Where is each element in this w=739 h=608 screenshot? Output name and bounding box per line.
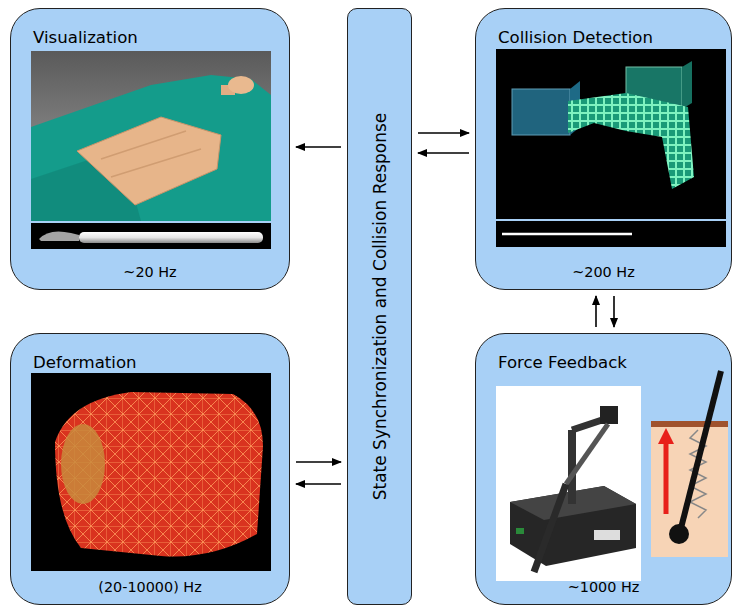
sync-band: State Synchronization and Collision Resp…: [347, 8, 412, 605]
data-flow-arrow: [296, 461, 341, 463]
data-flow-arrow: [296, 146, 341, 148]
update-rate: (20-10000) Hz: [11, 577, 289, 597]
tetra-mesh-render: [11, 334, 290, 605]
update-rate: ~200 Hz: [476, 262, 731, 282]
surgery-render: [11, 9, 290, 290]
band-label: State Synchronization and Collision Resp…: [369, 112, 389, 500]
module-title: Deformation: [33, 353, 289, 373]
update-rate: ~1000 Hz: [476, 577, 731, 597]
data-flow-arrow: [296, 483, 341, 485]
module-title: Force Feedback: [498, 353, 731, 373]
haptic-device: [476, 334, 732, 605]
data-flow-arrow: [595, 296, 597, 327]
data-flow-arrow: [418, 132, 469, 134]
module-box: Force Feedback ~1000 Hz: [475, 333, 732, 605]
module-title: Visualization: [33, 28, 289, 48]
update-rate: ~20 Hz: [11, 262, 289, 282]
module-box: Deformation (20-10000) Hz: [10, 333, 290, 605]
module-title: Collision Detection: [498, 28, 731, 48]
data-flow-arrow: [613, 296, 615, 327]
module-box: Visualization ~20 Hz: [10, 8, 290, 290]
data-flow-arrow: [418, 152, 469, 154]
bounding-volume-render: [476, 9, 732, 290]
module-box: Collision Detection ~200 Hz: [475, 8, 732, 290]
